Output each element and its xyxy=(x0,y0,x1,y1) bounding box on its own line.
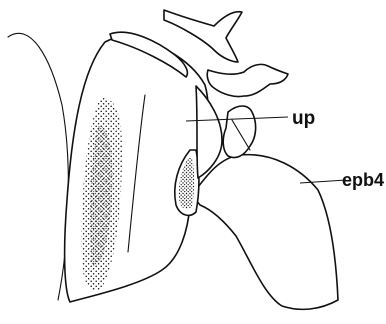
y-ossicle xyxy=(164,10,242,62)
label-epb4: epb4 xyxy=(342,170,384,190)
epb4-structure xyxy=(192,155,338,310)
left-curved-outline xyxy=(8,33,68,300)
label-up: up xyxy=(292,108,315,129)
x-ossicle xyxy=(207,64,288,96)
